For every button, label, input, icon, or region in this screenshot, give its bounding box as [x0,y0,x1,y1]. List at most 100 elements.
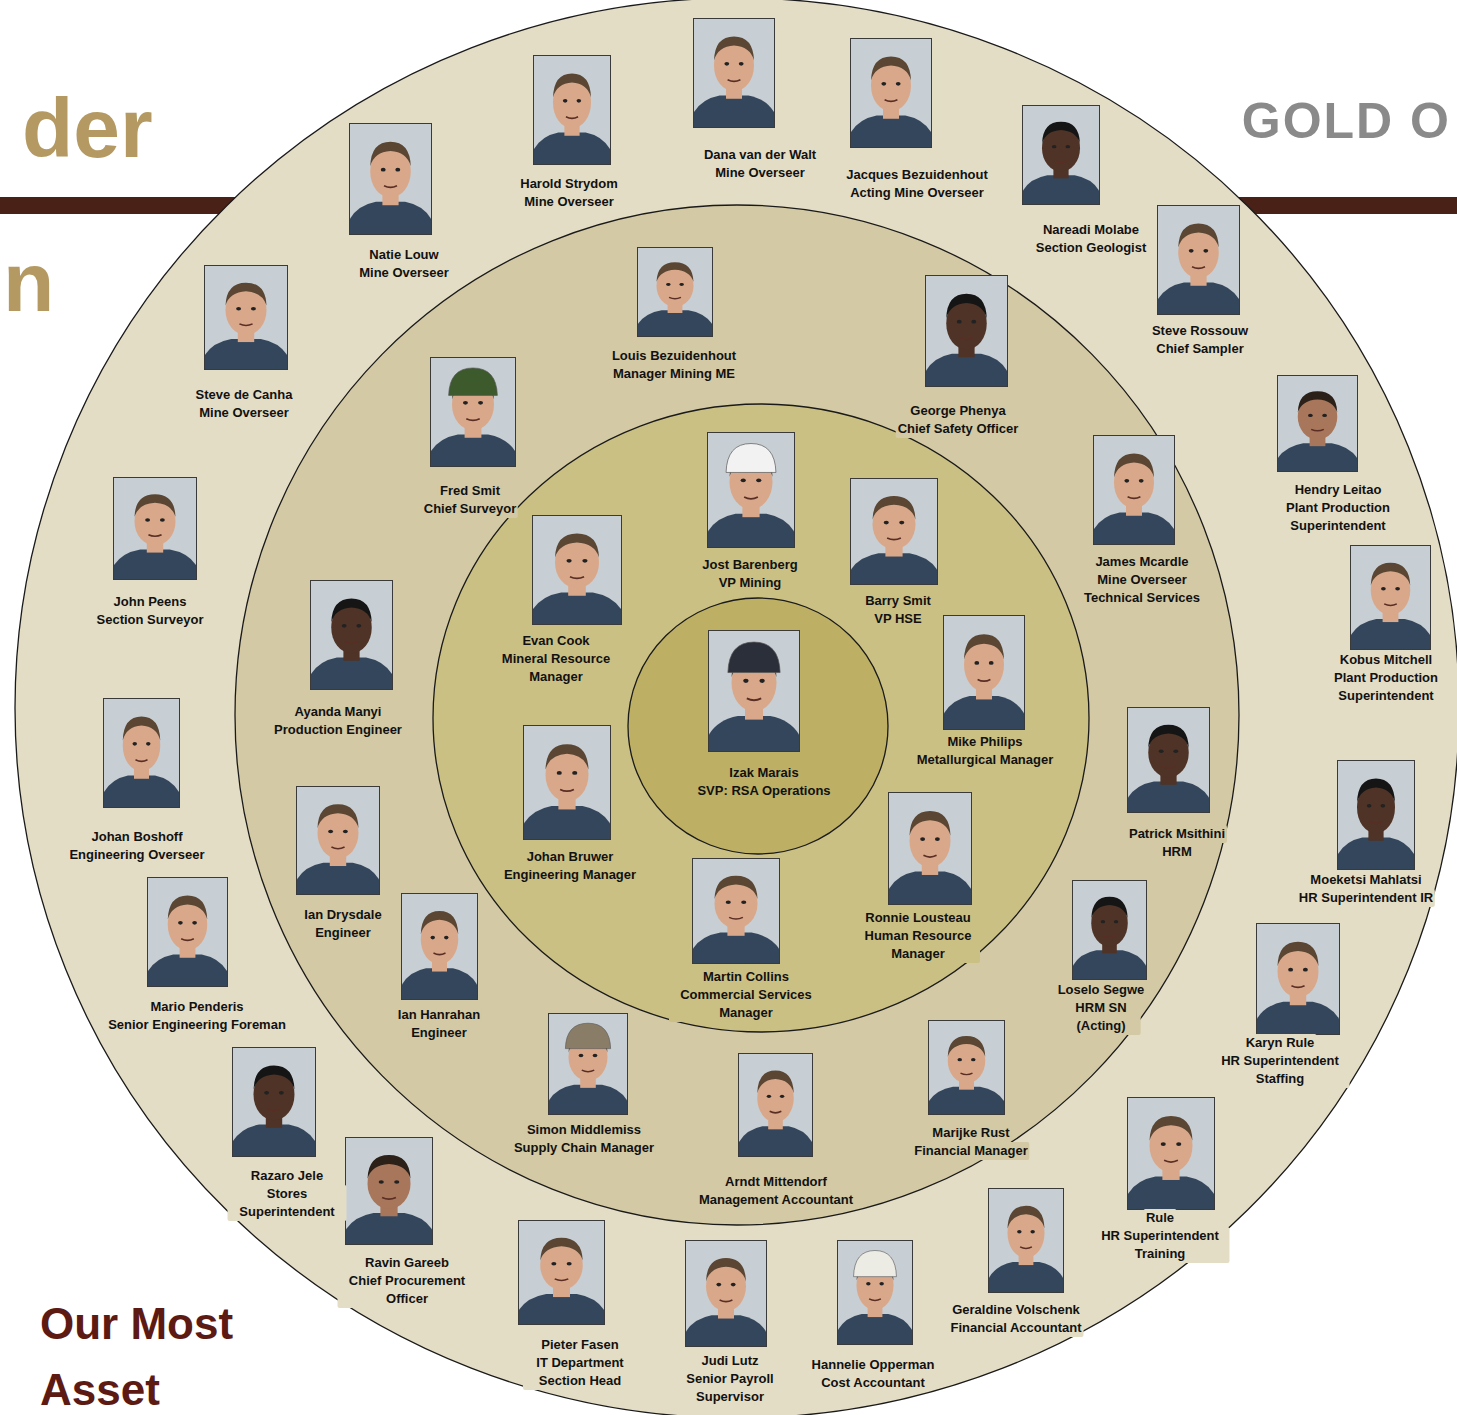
person-card: Ronnie LousteauHuman Resource Manager [888,792,972,905]
job-title: Engineering Overseer [67,846,206,864]
portrait-photo [708,630,800,752]
person-name: Steve Rossouw [1150,322,1250,340]
job-title: Chief Surveyor [422,500,518,518]
person-card: Pieter FasenIT Department Section Head [518,1220,605,1325]
job-title: Senior Payroll Supervisor [673,1370,787,1406]
person-card: Evan CookMineral Resource Manager [532,515,622,625]
person-name: Pieter Fasen [539,1336,620,1354]
person-caption: Marijke RustFinancial Manager [912,1124,1029,1160]
job-title: Engineer [409,1024,469,1042]
job-title: VP HSE [872,610,923,628]
person-card: James McardleMine Overseer Technical Ser… [1093,435,1175,545]
person-card: Hannelie OppermanCost Accountant [837,1240,913,1345]
person-card: Natie LouwMine Overseer [349,123,432,235]
person-caption: Geraldine VolschenkFinancial Accountant [949,1301,1084,1337]
portrait-photo [1127,1097,1215,1210]
person-caption: Harold StrydomMine Overseer [518,175,620,211]
job-title: Chief Safety Officer [896,420,1021,438]
person-name: Karyn Rule [1244,1034,1317,1052]
person-card: Geraldine VolschenkFinancial Accountant [988,1188,1064,1293]
portrait-photo [685,1240,767,1347]
person-card: Nareadi MolabeSection Geologist [1022,105,1100,205]
person-name: Steve de Canha [194,386,295,404]
person-card: Ian DrysdaleEngineer [296,786,380,895]
portrait-photo [296,786,380,895]
job-title: SVP: RSA Operations [695,782,832,800]
person-caption: James McardleMine Overseer Technical Ser… [1076,553,1208,607]
person-card: George PhenyaChief Safety Officer [925,275,1008,387]
job-title: HR Superintendent Training [1091,1227,1230,1263]
title-fragment: n [3,240,54,324]
person-name: Dana van der Walt [702,146,818,164]
person-card: Simon MiddlemissSupply Chain Manager [548,1013,628,1115]
person-name: Rule [1144,1209,1176,1227]
person-name: Izak Marais [727,764,800,782]
job-title: Financial Accountant [949,1319,1084,1337]
third-ring [433,404,1089,1032]
person-name: George Phenya [908,402,1007,420]
person-card: Loselo SegweHRM SN (Acting) [1072,880,1147,980]
portrait-photo [1127,707,1210,813]
job-title: Production Engineer [272,721,404,739]
portrait-photo [523,725,611,840]
person-name: Ian Drysdale [302,906,383,924]
person-card: Arndt MittendorfManagement Accountant [738,1053,813,1157]
person-card: Barry SmitVP HSE [850,478,938,585]
person-caption: RuleHR Superintendent Training [1091,1209,1230,1263]
job-title: HR Superintendent IR [1297,889,1435,907]
job-title: Commercial Services Manager [669,986,823,1022]
person-caption: George PhenyaChief Safety Officer [896,402,1021,438]
person-caption: Steve de CanhaMine Overseer [194,386,295,422]
inner-circle [628,598,888,854]
person-card: Mario PenderisSenior Engineering Foreman [147,877,228,987]
job-title: Mine Overseer [522,193,616,211]
job-title: Cost Accountant [819,1374,927,1392]
person-name: Ian Hanrahan [396,1006,482,1024]
person-caption: Simon MiddlemissSupply Chain Manager [512,1121,656,1157]
portrait-photo [103,698,180,808]
job-title: Mine Overseer Technical Services [1076,571,1208,607]
person-caption: Mike PhilipsMetallurgical Manager [915,733,1056,769]
portrait-photo [1256,923,1340,1035]
person-name: Razaro Jele [249,1167,325,1185]
job-title: Manager Mining ME [611,365,737,383]
person-card: Patrick MsithiniHRM [1127,707,1210,813]
person-name: Hannelie Opperman [810,1356,937,1374]
person-name: Jost Barenberg [700,556,799,574]
person-card: Dana van der WaltMine Overseer [693,18,775,128]
person-name: Ayanda Manyi [293,703,384,721]
person-caption: Ravin GareebChief Procurement Officer [338,1254,477,1308]
person-caption: Mario PenderisSenior Engineering Foreman [106,998,288,1034]
person-caption: Ronnie LousteauHuman Resource Manager [856,909,980,963]
person-name: Judi Lutz [699,1352,760,1370]
portrait-photo [850,478,938,585]
slogan-text: Asset [40,1368,160,1412]
person-card: Ayanda ManyiProduction Engineer [310,580,393,690]
person-caption: Pieter FasenIT Department Section Head [523,1336,637,1390]
job-title: Chief Procurement Officer [338,1272,477,1308]
job-title: Mineral Resource Manager [489,650,623,686]
person-name: Moeketsi Mahlatsi [1308,871,1423,889]
person-card: Kobus MitchellPlant Production Superinte… [1350,545,1431,650]
portrait-photo [925,275,1008,387]
portrait-photo [401,893,478,1000]
slogan-text: Our Most [40,1302,233,1346]
person-name: Ravin Gareeb [363,1254,451,1272]
person-name: Harold Strydom [518,175,620,193]
person-name: John Peens [112,593,189,611]
person-card: Fred SmitChief Surveyor [430,357,516,467]
job-title: Acting Mine Overseer [848,184,986,202]
person-name: Louis Bezuidenhout [610,347,738,365]
portrait-photo [532,515,622,625]
person-card: Ian HanrahanEngineer [401,893,478,1000]
person-caption: Karyn RuleHR Superintendent Staffing [1211,1034,1350,1088]
portrait-photo [113,477,197,580]
person-name: Natie Louw [367,246,440,264]
portrait-photo [1337,760,1415,870]
person-name: James Mcardle [1093,553,1190,571]
person-caption: Izak MaraisSVP: RSA Operations [695,764,832,800]
job-title: Mine Overseer [357,264,451,282]
job-title: Section Geologist [1034,239,1149,257]
job-title: Stores Superintendent [228,1185,347,1221]
portrait-photo [430,357,516,467]
